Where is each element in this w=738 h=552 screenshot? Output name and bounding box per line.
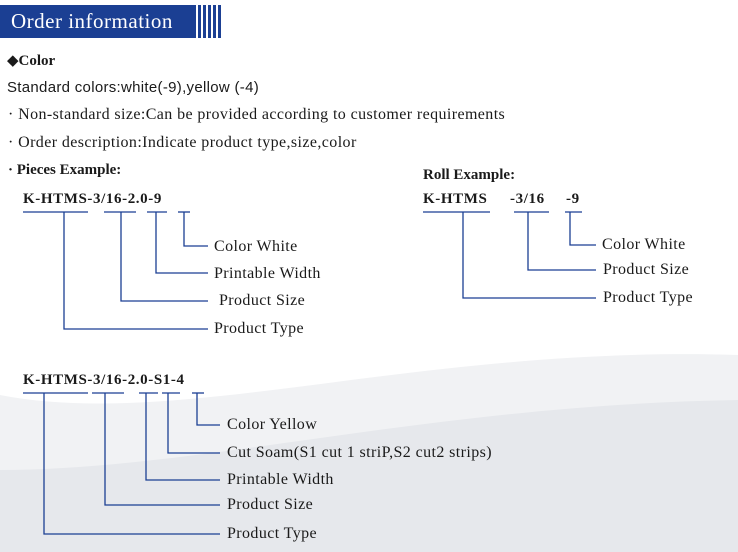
pieces-label-printable-width: Printable Width bbox=[214, 265, 321, 282]
standard-colors-text: Standard colors:white(-9),yellow (-4) bbox=[7, 79, 260, 96]
cut-label-product-size: Product Size bbox=[227, 496, 314, 513]
roll-label-product-size: Product Size bbox=[603, 261, 690, 278]
roll-code-size: -3/16 bbox=[510, 191, 545, 207]
roll-example-title: Roll Example: bbox=[423, 167, 516, 183]
diamond-icon: ◆ bbox=[7, 53, 19, 69]
roll-label-color: Color White bbox=[602, 236, 686, 253]
roll-code-type: K-HTMS bbox=[423, 191, 488, 207]
note-order-description: · Order description:Indicate product typ… bbox=[8, 134, 357, 151]
cut-label-printable-width: Printable Width bbox=[227, 471, 334, 488]
cut-label-cut-seam: Cut Soam(S1 cut 1 striP,S2 cut2 strips) bbox=[227, 444, 492, 461]
roll-label-product-type: Product Type bbox=[603, 289, 694, 306]
cut-example-code: K-HTMS-3/16-2.0-S1-4 bbox=[23, 372, 185, 388]
pieces-label-product-type: Product Type bbox=[214, 320, 305, 337]
pieces-example-title: · Pieces Example: bbox=[8, 162, 122, 178]
roll-code-color: -9 bbox=[566, 191, 580, 207]
section-header-banner: Order information bbox=[0, 5, 196, 38]
cut-label-product-type: Product Type bbox=[227, 525, 318, 542]
pieces-label-color: Color White bbox=[214, 238, 298, 255]
pieces-example-code: K-HTMS-3/16-2.0-9 bbox=[23, 191, 162, 207]
section-header-title: Order information bbox=[11, 9, 173, 33]
pieces-label-product-size: Product Size bbox=[219, 292, 306, 309]
note-non-standard-size: · Non-standard size:Can be provided acco… bbox=[8, 106, 506, 123]
color-heading: ◆Color bbox=[7, 53, 56, 69]
cut-label-color: Color Yellow bbox=[227, 416, 318, 433]
